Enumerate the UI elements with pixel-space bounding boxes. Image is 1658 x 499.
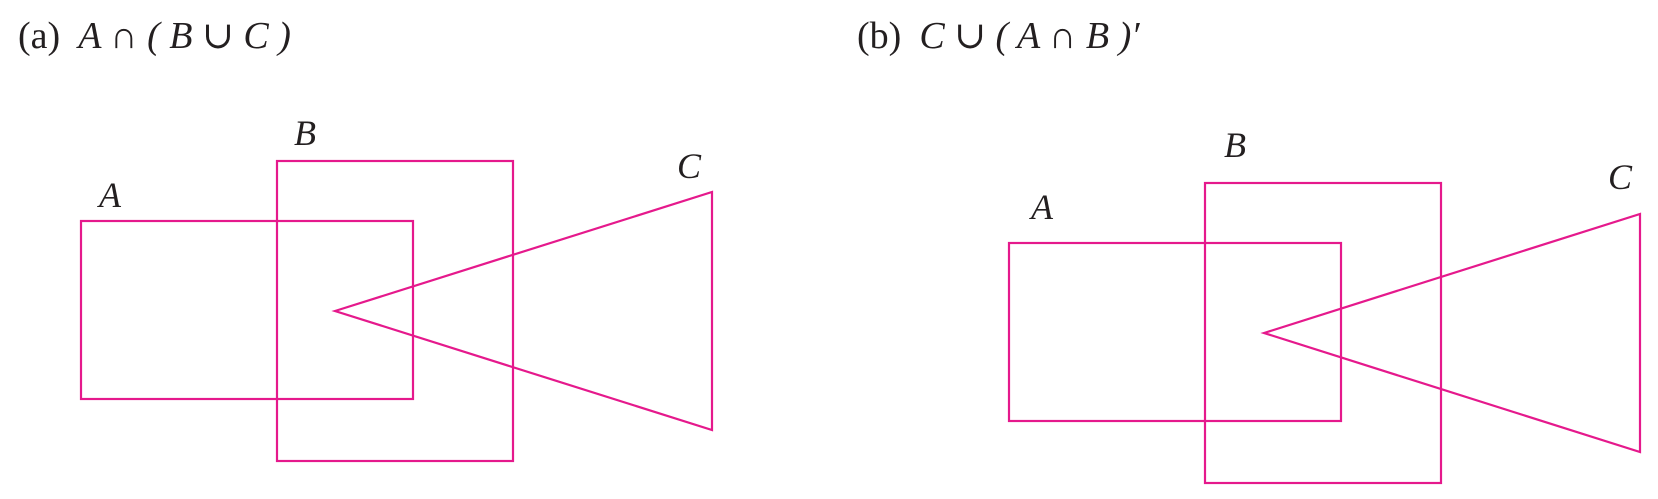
- panel-b-expression: C ∪ ( A ∩ B )′: [919, 15, 1140, 57]
- panel-a-set-a-rectangle: [79, 219, 415, 401]
- panel-b-label-c: C: [1608, 157, 1633, 197]
- panel-a-caption: (a) A ∩ ( B ∪ C ): [18, 14, 291, 58]
- panel-a-label-c: C: [677, 146, 702, 186]
- panel-a-label-a: A: [97, 175, 122, 215]
- panel-b-tag: (b): [857, 15, 902, 57]
- panel-a-set-c-triangle: [331, 190, 714, 432]
- panel-a-tag: (a): [18, 15, 61, 57]
- panel-b-set-b-rectangle: [1203, 181, 1443, 485]
- panel-b-diagram: A B C: [1007, 125, 1642, 485]
- panel-a-label-b: B: [294, 113, 316, 153]
- panel-b-set-a-rectangle: [1007, 241, 1343, 423]
- panel-a-set-b-rectangle: [275, 159, 515, 463]
- panel-a-diagram: A B C: [79, 113, 714, 463]
- panel-a-expression: A ∩ ( B ∪ C ): [78, 15, 291, 57]
- panel-b-caption: (b) C ∪ ( A ∩ B )′: [857, 14, 1140, 58]
- panel-b-label-b: B: [1224, 125, 1246, 165]
- panel-b-label-a: A: [1029, 187, 1054, 227]
- panel-b-set-c-triangle: [1260, 212, 1642, 454]
